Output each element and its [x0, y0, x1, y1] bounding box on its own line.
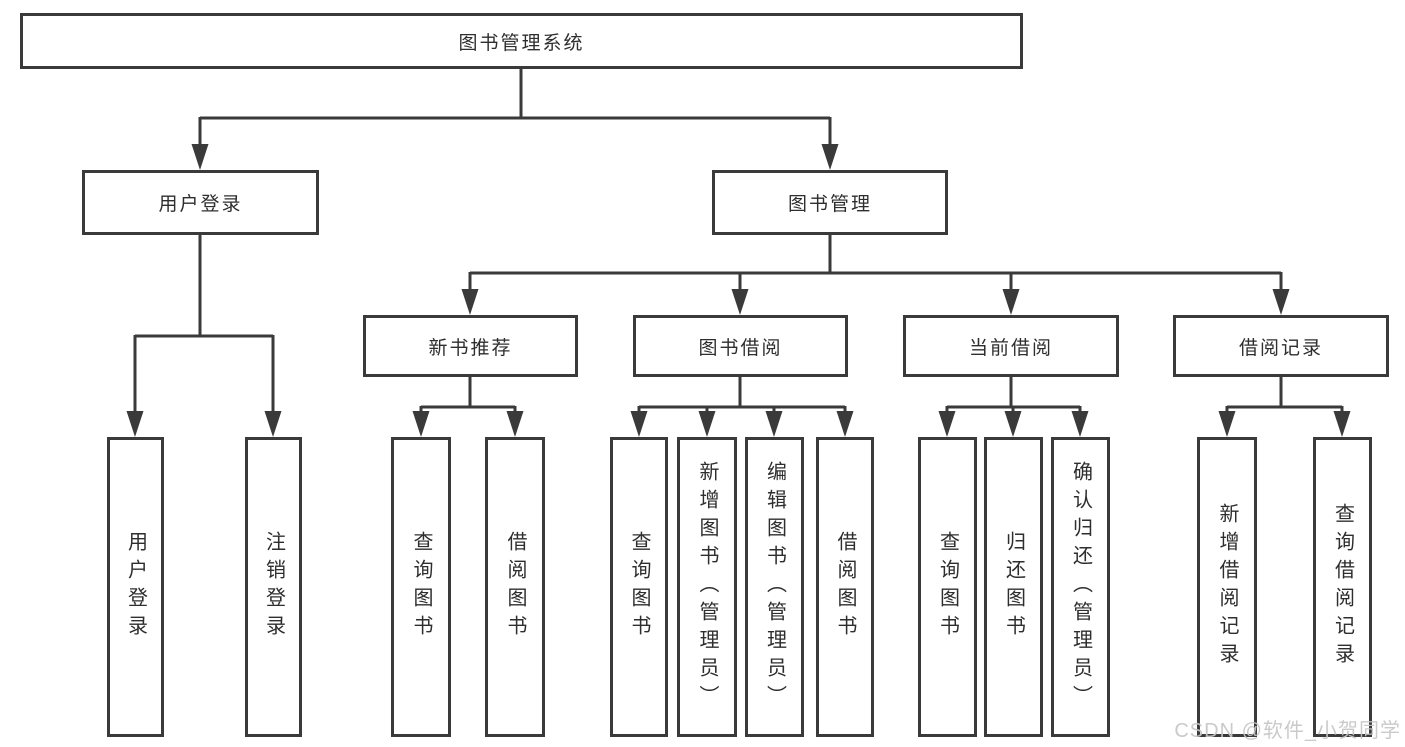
node-label: 注销登录	[262, 531, 285, 643]
node-label: 借阅记录	[1238, 337, 1323, 359]
arrowhead-icon	[1004, 411, 1022, 437]
arrowhead-icon	[506, 411, 524, 437]
node-label: 查询借阅记录	[1331, 503, 1354, 671]
connector-userlogin-to-leaves	[133, 235, 275, 415]
leaf-current-return-books: 归还图书	[984, 437, 1043, 737]
node-label: 图书借阅	[698, 337, 783, 359]
leaf-records-add-record: 新增借阅记录	[1197, 437, 1257, 737]
leaf-borrow-add-books-admin: 新增图书（管理员）	[677, 437, 737, 737]
arrowhead-icon	[1333, 411, 1351, 437]
node-label: 借阅图书	[504, 531, 526, 643]
arrowheads	[126, 144, 1351, 437]
node-label: 编辑图书（管理员）	[763, 461, 786, 713]
leaf-newrec-borrow-books: 借阅图书	[485, 437, 545, 737]
arrowhead-icon	[412, 411, 430, 437]
leaf-borrow-borrow-books: 借阅图书	[816, 437, 874, 737]
arrowhead-icon	[1272, 289, 1290, 315]
arrowhead-icon	[461, 289, 479, 315]
node-label: 查询图书	[936, 531, 959, 643]
arrowhead-icon	[698, 411, 716, 437]
arrowhead-icon	[1071, 411, 1089, 437]
node-label: 当前借阅	[968, 337, 1053, 359]
node-label: 图书管理	[787, 194, 872, 215]
arrowhead-icon	[731, 289, 749, 315]
connector-currentborrow-to-leaves	[945, 377, 1082, 415]
arrowhead-icon	[264, 411, 282, 437]
arrowhead-icon	[1218, 411, 1236, 437]
node-label: 用户登录	[124, 531, 147, 643]
leaf-records-query-record: 查询借阅记录	[1313, 437, 1372, 737]
arrowhead-icon	[836, 411, 854, 437]
connector-root-to-level1	[198, 68, 832, 148]
leaf-borrow-query-books: 查询图书	[610, 437, 668, 737]
leaf-current-confirm-return-admin: 确认归还（管理员）	[1051, 437, 1110, 737]
node-label: 新增图书（管理员）	[696, 461, 718, 713]
connector-records-to-leaves	[1225, 377, 1344, 415]
connector-bookmgmt-to-level2	[468, 235, 1283, 293]
arrowhead-icon	[191, 144, 209, 170]
csdn-watermark: CSDN @软件_小贺同学	[1174, 720, 1401, 742]
arrowhead-icon	[938, 411, 956, 437]
connector-newbook-to-leaves	[419, 377, 517, 415]
node-root-system: 图书管理系统	[20, 13, 1023, 69]
arrowhead-icon	[1002, 289, 1020, 315]
connector-bookborrow-to-leaves	[637, 377, 847, 415]
leaf-borrow-edit-books-admin: 编辑图书（管理员）	[745, 437, 804, 737]
arrowhead-icon	[821, 144, 839, 170]
node-user-login: 用户登录	[82, 170, 319, 235]
node-book-management: 图书管理	[712, 170, 948, 235]
leaf-current-query-books: 查询图书	[918, 437, 977, 737]
leaf-user-login: 用户登录	[107, 437, 164, 737]
arrowhead-icon	[126, 411, 144, 437]
node-new-book-recommend: 新书推荐	[363, 315, 578, 377]
node-label: 用户登录	[158, 194, 243, 215]
node-label: 查询图书	[410, 531, 432, 643]
arrowhead-icon	[765, 411, 783, 437]
node-book-borrow: 图书借阅	[633, 315, 848, 377]
node-label: 借阅图书	[834, 531, 856, 643]
node-label: 归还图书	[1002, 531, 1025, 643]
node-label: 新增借阅记录	[1216, 503, 1238, 671]
node-label: 新书推荐	[428, 337, 513, 359]
node-label: 图书管理系统	[458, 32, 585, 54]
node-label: 确认归还（管理员）	[1069, 461, 1092, 713]
arrowhead-icon	[630, 411, 648, 437]
leaf-logout: 注销登录	[245, 437, 302, 737]
node-current-borrow: 当前借阅	[903, 315, 1119, 377]
leaf-newrec-query-books: 查询图书	[391, 437, 451, 737]
node-borrow-records: 借阅记录	[1173, 315, 1389, 377]
node-label: 查询图书	[628, 531, 650, 643]
